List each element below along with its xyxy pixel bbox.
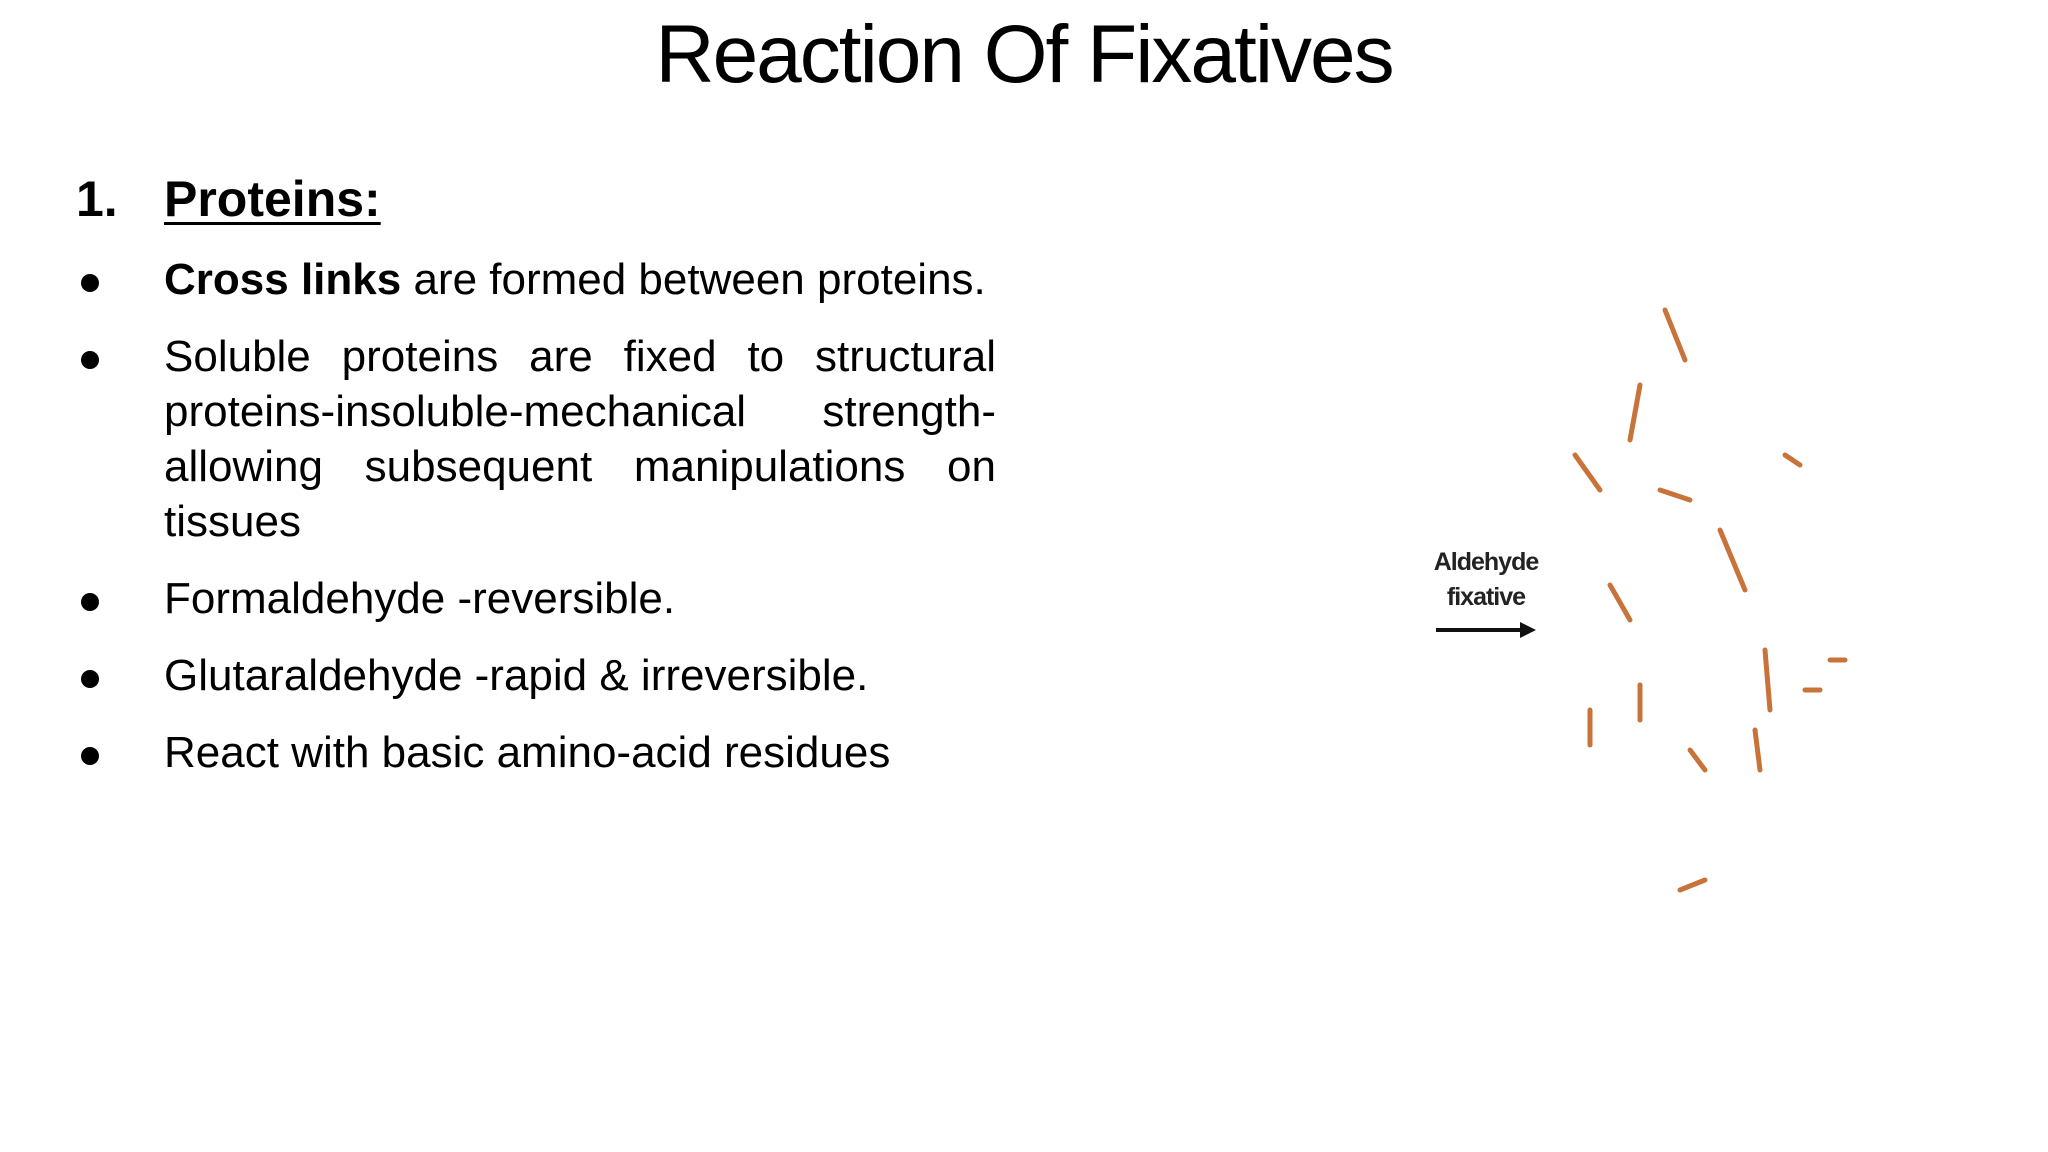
bullet-item: React with basic amino-acid residues xyxy=(76,725,996,780)
bullet-text: Formaldehyde -reversible. xyxy=(164,574,676,623)
bullet-plain-text: are formed between proteins. xyxy=(401,255,986,304)
bullet-text: Cross links are formed between proteins. xyxy=(164,252,996,307)
bullet-item: Glutaraldehyde -rapid & irreversible. xyxy=(76,648,996,703)
crosslink-lines xyxy=(1572,307,1848,893)
bullet-item: Cross links are formed between proteins. xyxy=(76,252,996,307)
bullet-text: React with basic amino-acid residues xyxy=(164,728,891,777)
bullet-dot-icon xyxy=(76,571,164,626)
bullet-text: Soluble proteins are fixed to structural… xyxy=(164,332,996,546)
bullet-bold-text: Cross links xyxy=(164,255,402,304)
bullet-text: Glutaraldehyde -rapid & irreversible. xyxy=(164,651,869,700)
bullet-item: Formaldehyde -reversible. xyxy=(76,571,996,626)
arrow-right-icon xyxy=(1436,622,1536,638)
bullet-dot-icon xyxy=(76,329,164,549)
bullet-dot-icon xyxy=(76,725,164,780)
slide-title: Reaction Of Fixatives xyxy=(655,9,1394,100)
protein-crosslink-figure: Aldehyde fixative xyxy=(1063,307,1885,961)
bullet-dot-icon xyxy=(76,252,164,307)
heading-text: Proteins: xyxy=(164,171,381,227)
bullet-item: Soluble proteins are fixed to structural… xyxy=(76,329,996,549)
arrow-label-line1: Aldehyde xyxy=(1434,548,1540,576)
section-heading: 1. Proteins: xyxy=(76,170,381,228)
arrow-label-line2: fixative xyxy=(1447,583,1526,611)
bullet-dot-icon xyxy=(76,648,164,703)
heading-number: 1. xyxy=(76,171,118,227)
bullet-list: Cross links are formed between proteins.… xyxy=(76,252,996,802)
protein-before-icon xyxy=(1063,310,1395,961)
protein-after-icon xyxy=(1553,307,1885,961)
